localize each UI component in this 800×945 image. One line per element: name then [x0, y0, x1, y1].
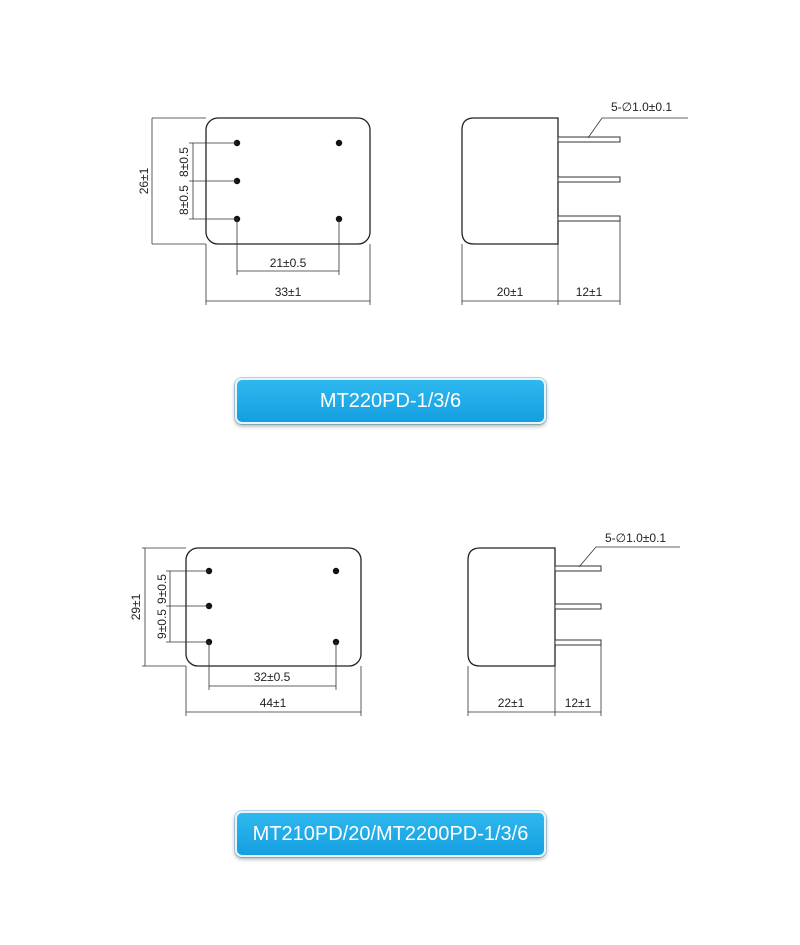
- pin-dot: [332, 567, 340, 575]
- pin-pitch-upper-label: 8±0.5: [177, 147, 191, 177]
- pin-lead: [557, 215, 621, 222]
- depth-dim-label: 22±1: [498, 696, 525, 710]
- pin-span-label: 21±0.5: [270, 256, 307, 270]
- width-dim-label: 33±1: [275, 285, 302, 299]
- pin-pitch-upper-label: 9±0.5: [155, 574, 169, 604]
- pin-lead: [554, 603, 602, 610]
- model-name-button[interactable]: MT210PD/20/MT2200PD-1/3/6: [235, 811, 546, 857]
- pin-pitch-lower-label: 8±0.5: [177, 185, 191, 215]
- pin-span-label: 32±0.5: [254, 670, 291, 684]
- model-name-button[interactable]: MT220PD-1/3/6: [235, 378, 546, 424]
- front-view-2: 29±1 9±0.5 9±0.5 32±0.5 44±1: [129, 547, 362, 716]
- side-view-1: 5-∅1.0±0.1 20±1 12±1: [461, 100, 688, 305]
- pin-lead: [557, 176, 621, 183]
- depth-dim-label: 20±1: [497, 285, 524, 299]
- pin-dot: [335, 139, 343, 147]
- pin-length-label: 12±1: [565, 696, 592, 710]
- side-view-2: 5-∅1.0±0.1 22±1 12±1: [467, 531, 680, 716]
- pin-spec-label: 5-∅1.0±0.1: [605, 531, 666, 545]
- body-outline-side-2: [467, 547, 556, 667]
- body-outline-side-1: [461, 117, 559, 245]
- pin-length-label: 12±1: [576, 285, 603, 299]
- pin-lead: [554, 565, 602, 572]
- body-outline-front-2: [185, 547, 362, 667]
- pin-spec-label: 5-∅1.0±0.1: [611, 100, 672, 114]
- width-dim-label: 44±1: [260, 696, 287, 710]
- pin-lead: [554, 639, 602, 646]
- height-dim-label: 29±1: [129, 593, 143, 620]
- pin-pitch-lower-label: 9±0.5: [155, 609, 169, 639]
- front-view-1: 26±1 8±0.5 8±0.5 21±0.5 33±1: [137, 117, 371, 305]
- pin-lead: [557, 136, 621, 143]
- height-dim-label: 26±1: [137, 167, 151, 194]
